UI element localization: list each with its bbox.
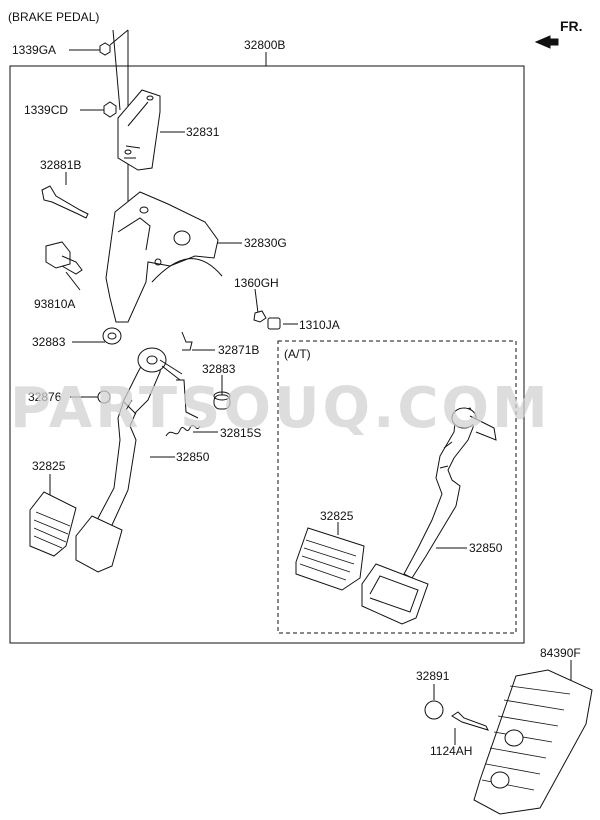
foot-rest-84390f: [473, 669, 593, 815]
pedal-pad-ribs-at: [299, 539, 357, 581]
section-title: (BRAKE PEDAL): [8, 10, 100, 24]
pedal-plate-left: [75, 515, 123, 573]
part-label-32825-left: 32825: [32, 459, 66, 473]
direction-label: FR.: [560, 18, 583, 34]
part-label-32825-at: 32825: [320, 509, 354, 523]
part-label-1310ja: 1310JA: [299, 318, 340, 332]
part-label-1339cd: 1339CD: [24, 103, 69, 117]
foot-rest-ribs: [481, 685, 571, 791]
part-label-84390f: 84390F: [540, 646, 581, 660]
part-label-32871b: 32871B: [218, 343, 260, 357]
nut-1339cd-icon: [103, 101, 117, 118]
stopper-32876: [97, 390, 111, 404]
screw-1124ah: [451, 711, 489, 731]
pedal-pad-32825-at: [295, 527, 365, 591]
part-label-32830g: 32830G: [244, 236, 287, 250]
pedal-arm-32850-at: [403, 407, 477, 579]
part-label-1124ah: 1124AH: [430, 744, 473, 758]
pedal-pad-ribs-left: [33, 511, 71, 549]
nut-1310ja-icon: [267, 317, 281, 330]
part-label-32800b: 32800B: [244, 38, 286, 52]
part-label-1360gh: 1360GH: [234, 276, 279, 290]
part-label-32883-lower: 32883: [202, 362, 236, 376]
front-arrow-icon: [534, 35, 559, 49]
part-label-32891: 32891: [416, 669, 450, 683]
switch-93810a: [45, 241, 83, 275]
part-label-32815s: 32815S: [220, 426, 262, 440]
cap-32891: [424, 700, 444, 720]
part-label-32850-at: 32850: [469, 541, 503, 555]
part-label-93810a: 93810A: [34, 297, 76, 311]
bracket-32831: [117, 89, 161, 171]
bushing-32883-upper: [102, 327, 122, 345]
part-label-32881b: 32881B: [40, 158, 82, 172]
part-label-32876: 32876: [28, 390, 62, 404]
part-label-32850-left: 32850: [176, 450, 210, 464]
watermark: PARTSOUQ.COM: [10, 376, 551, 441]
part-label-32883-upper: 32883: [32, 335, 66, 349]
part-label-32831: 32831: [186, 125, 220, 139]
assembly-frame: [9, 65, 525, 644]
clip-1360gh-icon: [253, 310, 267, 323]
bolt-32871b: [181, 331, 193, 351]
leader-lines: [49, 29, 572, 745]
bolt-32881b: [41, 185, 89, 219]
at-variant-frame: [277, 340, 517, 634]
at-variant-label: (A/T): [284, 347, 311, 361]
nut-1339ga-icon: [99, 42, 111, 56]
pedal-pad-32825-left: [29, 491, 77, 557]
pedal-plate-at: [361, 563, 429, 625]
spring-32815s: [165, 424, 201, 437]
bushing-32883-lower: [213, 394, 231, 410]
part-label-1339ga: 1339GA: [12, 43, 57, 57]
bracket-32830g: [105, 191, 219, 323]
